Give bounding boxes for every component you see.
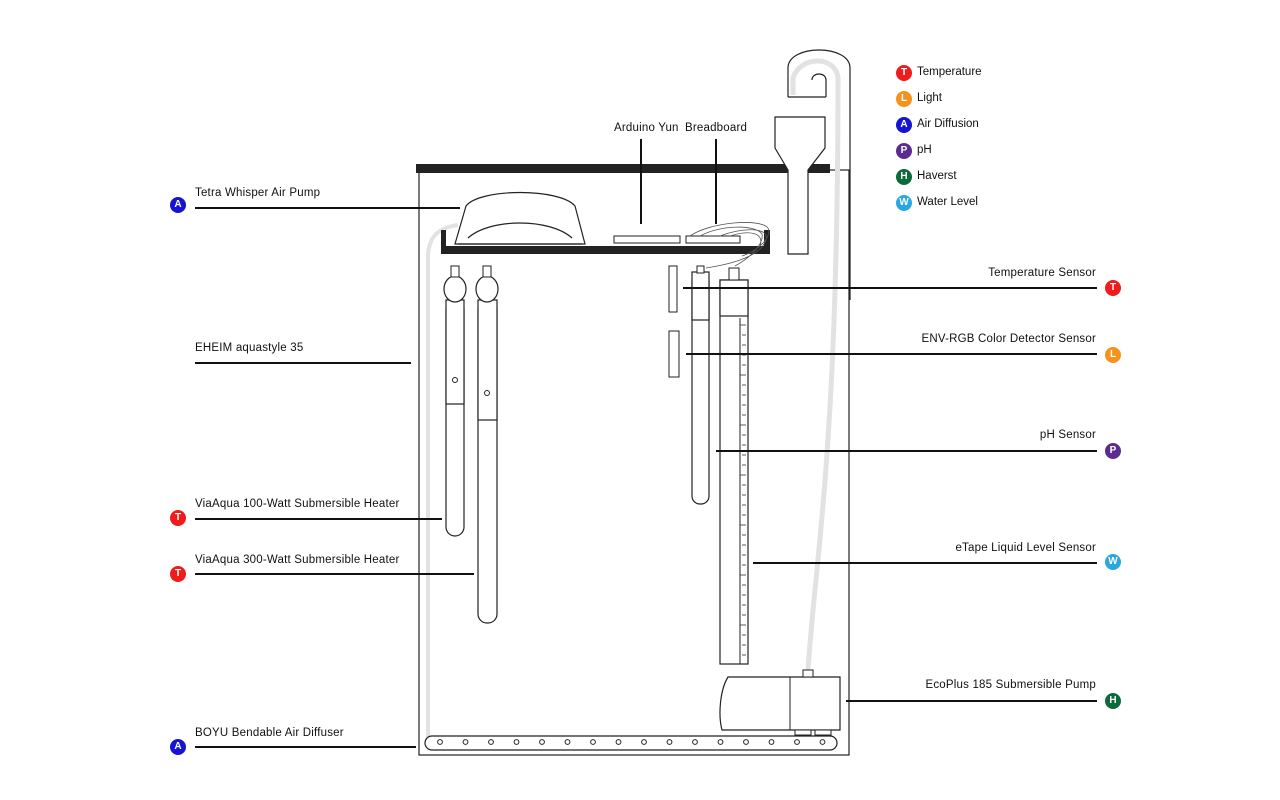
color-sensor-category-badge: L bbox=[1105, 347, 1121, 363]
air-diffuser bbox=[424, 735, 838, 751]
color-sensor-probe bbox=[668, 330, 680, 378]
temperature-sensor-label: Temperature Sensor bbox=[988, 267, 1096, 279]
wires bbox=[689, 222, 770, 269]
tank-lid-right bbox=[806, 164, 830, 173]
pump-category-badge: H bbox=[1105, 693, 1121, 709]
diffuser-hole bbox=[819, 739, 826, 745]
overflow-funnel bbox=[774, 116, 826, 255]
return-tube bbox=[790, 58, 841, 671]
legend-badge: P bbox=[896, 143, 912, 159]
level-sensor-category-badge: W bbox=[1105, 554, 1121, 570]
outlet-pipe bbox=[787, 49, 851, 300]
diffuser-hole bbox=[488, 739, 494, 745]
diffuser-hole bbox=[437, 739, 443, 745]
ph-sensor-category-badge: P bbox=[1105, 443, 1121, 459]
tank-lid-left bbox=[416, 164, 788, 173]
level-sensor-label: eTape Liquid Level Sensor bbox=[955, 542, 1096, 554]
air-diffuser-category-badge: A bbox=[170, 739, 186, 755]
air-pump-label: Tetra Whisper Air Pump bbox=[195, 187, 321, 199]
legend-label: Light bbox=[917, 92, 942, 104]
arduino-label: Arduino Yun bbox=[614, 122, 679, 134]
diffuser-hole bbox=[513, 739, 520, 745]
breadboard-label: Breadboard bbox=[685, 122, 748, 134]
diffuser-hole bbox=[462, 739, 469, 745]
air-tube bbox=[426, 223, 459, 738]
legend-label: Temperature bbox=[917, 66, 982, 78]
temperature-sensor-probe bbox=[668, 265, 678, 313]
etape-ticks bbox=[740, 324, 746, 656]
heater-100-label: ViaAqua 100-Watt Submersible Heater bbox=[195, 498, 400, 510]
diffuser-hole bbox=[615, 739, 622, 745]
legend-badge: A bbox=[896, 117, 912, 133]
legend-label: Water Level bbox=[917, 196, 978, 208]
legend-label: Air Diffusion bbox=[917, 118, 979, 130]
pump-label: EcoPlus 185 Submersible Pump bbox=[925, 679, 1096, 691]
diffuser-hole bbox=[794, 739, 800, 745]
arduino-board bbox=[613, 235, 681, 244]
heater-100-category-badge: T bbox=[170, 510, 186, 526]
diffuser-holes bbox=[437, 739, 826, 745]
air-diffuser-label: BOYU Bendable Air Diffuser bbox=[195, 727, 344, 739]
submersible-pump bbox=[719, 676, 841, 731]
legend-label: pH bbox=[917, 144, 932, 156]
etape-level-sensor bbox=[719, 279, 749, 665]
tank-label: EHEIM aquastyle 35 bbox=[195, 342, 304, 354]
legend-badge: T bbox=[896, 65, 912, 81]
legend-badge: H bbox=[896, 169, 912, 185]
legend-label: Haverst bbox=[917, 170, 957, 182]
air-pump-category-badge: A bbox=[170, 197, 186, 213]
ph-sensor-label: pH Sensor bbox=[1039, 429, 1096, 441]
heater-300-label: ViaAqua 300-Watt Submersible Heater bbox=[195, 554, 400, 566]
diffuser-hole bbox=[692, 739, 698, 745]
diffuser-hole bbox=[666, 739, 673, 745]
color-sensor-label: ENV-RGB Color Detector Sensor bbox=[921, 333, 1096, 345]
breadboard bbox=[685, 235, 741, 244]
shelf-tray bbox=[441, 230, 770, 254]
callout-lines bbox=[195, 139, 1097, 748]
air-pump-body bbox=[454, 191, 586, 245]
diffuser-hole bbox=[768, 739, 775, 745]
temperature-sensor-category-badge: T bbox=[1105, 280, 1121, 296]
diffuser-hole bbox=[590, 739, 596, 745]
legend-badge: L bbox=[896, 91, 912, 107]
diffuser-hole bbox=[539, 739, 545, 745]
heater-300-category-badge: T bbox=[170, 566, 186, 582]
diffuser-hole bbox=[564, 739, 571, 745]
diffuser-hole bbox=[717, 739, 724, 745]
legend-badge: W bbox=[896, 195, 912, 211]
diffuser-hole bbox=[641, 739, 647, 745]
diffuser-hole bbox=[743, 739, 749, 745]
